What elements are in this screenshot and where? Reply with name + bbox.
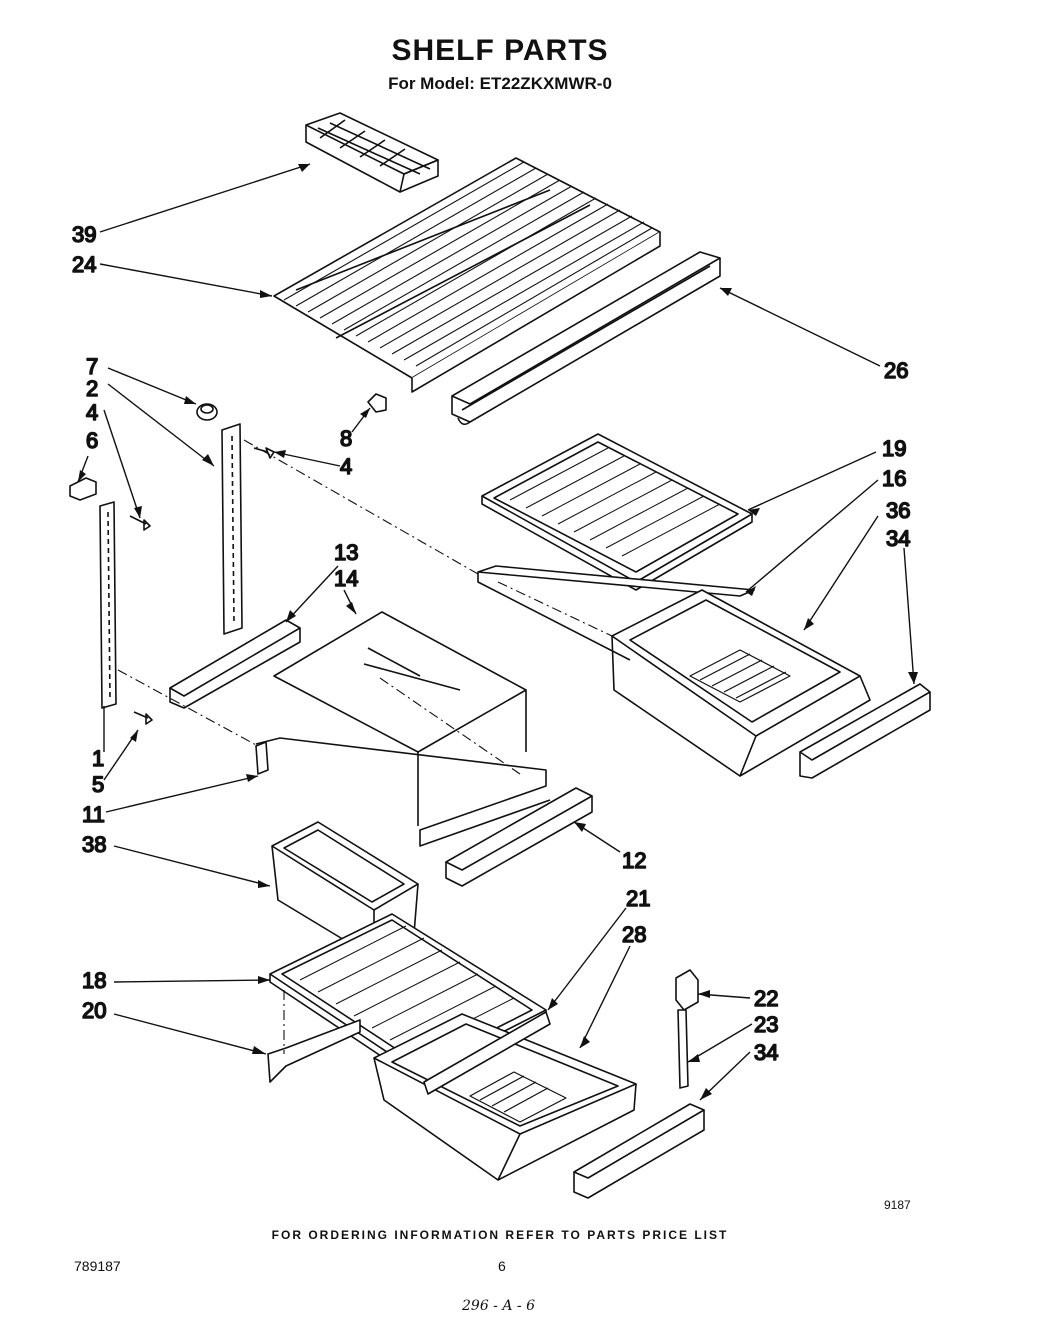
support-clip-part: [367, 393, 387, 413]
callout-22: 22: [754, 986, 778, 1011]
bracket-20-part: [267, 1019, 361, 1083]
callout-1: 1: [92, 746, 104, 771]
model-subtitle: For Model: ET22ZKXMWR-0: [388, 74, 612, 93]
bracket-11-part: [255, 741, 269, 775]
callout-18: 18: [82, 968, 106, 993]
callout-34a: 34: [886, 526, 910, 551]
callout-13: 13: [334, 540, 358, 565]
page-number: 6: [498, 1258, 506, 1274]
wire-shelf-part: [273, 157, 661, 393]
callout-8: 8: [340, 426, 352, 451]
handwritten-note: 296 - A - 6: [462, 1298, 536, 1314]
figure-id: 9187: [884, 1198, 911, 1212]
glass-shelf-19-part: [481, 433, 753, 591]
callout-36: 36: [886, 498, 910, 523]
shelf-frame-13-part: [169, 619, 301, 709]
ladder-1-part: [99, 501, 117, 709]
crisper-drawer-36-part: [611, 589, 871, 777]
callout-34b: 34: [754, 1040, 778, 1065]
screw-parts: [129, 447, 275, 725]
drawer-trim-12-part: [445, 787, 593, 887]
assembly-lines: [117, 439, 613, 1054]
callout-28: 28: [622, 922, 646, 947]
callout-14: 14: [334, 566, 358, 591]
callout-11: 11: [82, 802, 105, 827]
callout-5: 5: [92, 772, 104, 797]
callout-7: 7: [86, 354, 98, 379]
ladder-cap-7-part: [196, 403, 218, 421]
page-title: SHELF PARTS: [391, 34, 609, 67]
leader-arrowheads: [78, 164, 918, 1100]
callout-4b: 4: [340, 454, 352, 479]
callout-38: 38: [82, 832, 106, 857]
callout-12: 12: [622, 848, 646, 873]
callout-39: 39: [72, 222, 96, 247]
ice-tray-part: [305, 112, 439, 193]
shelf-trim-26-part: [451, 251, 721, 426]
callout-6: 6: [86, 428, 98, 453]
drawer-trim-34b-part: [573, 1103, 705, 1199]
drawer-trim-34-part: [799, 683, 931, 779]
callout-19: 19: [882, 436, 906, 461]
callout-23: 23: [754, 1012, 778, 1037]
document-number: 789187: [74, 1258, 121, 1274]
crisper-cover-14-part: [255, 611, 551, 847]
crisper-drawer-28-part: [373, 1013, 637, 1181]
control-shaft-23-part: [677, 1009, 689, 1089]
ladder-2-part: [221, 423, 243, 635]
callout-26: 26: [884, 358, 908, 383]
ladder-cap-6-part: [69, 477, 97, 501]
rail-21-part: [423, 1011, 551, 1095]
callout-16: 16: [882, 466, 906, 491]
callout-21: 21: [626, 886, 650, 911]
callout-20: 20: [82, 998, 106, 1023]
callout-2: 2: [86, 376, 98, 401]
callout-24: 24: [72, 252, 96, 277]
ordering-note: FOR ORDERING INFORMATION REFER TO PARTS …: [271, 1228, 729, 1242]
control-22-part: [675, 969, 699, 1011]
callout-4a: 4: [86, 400, 98, 425]
